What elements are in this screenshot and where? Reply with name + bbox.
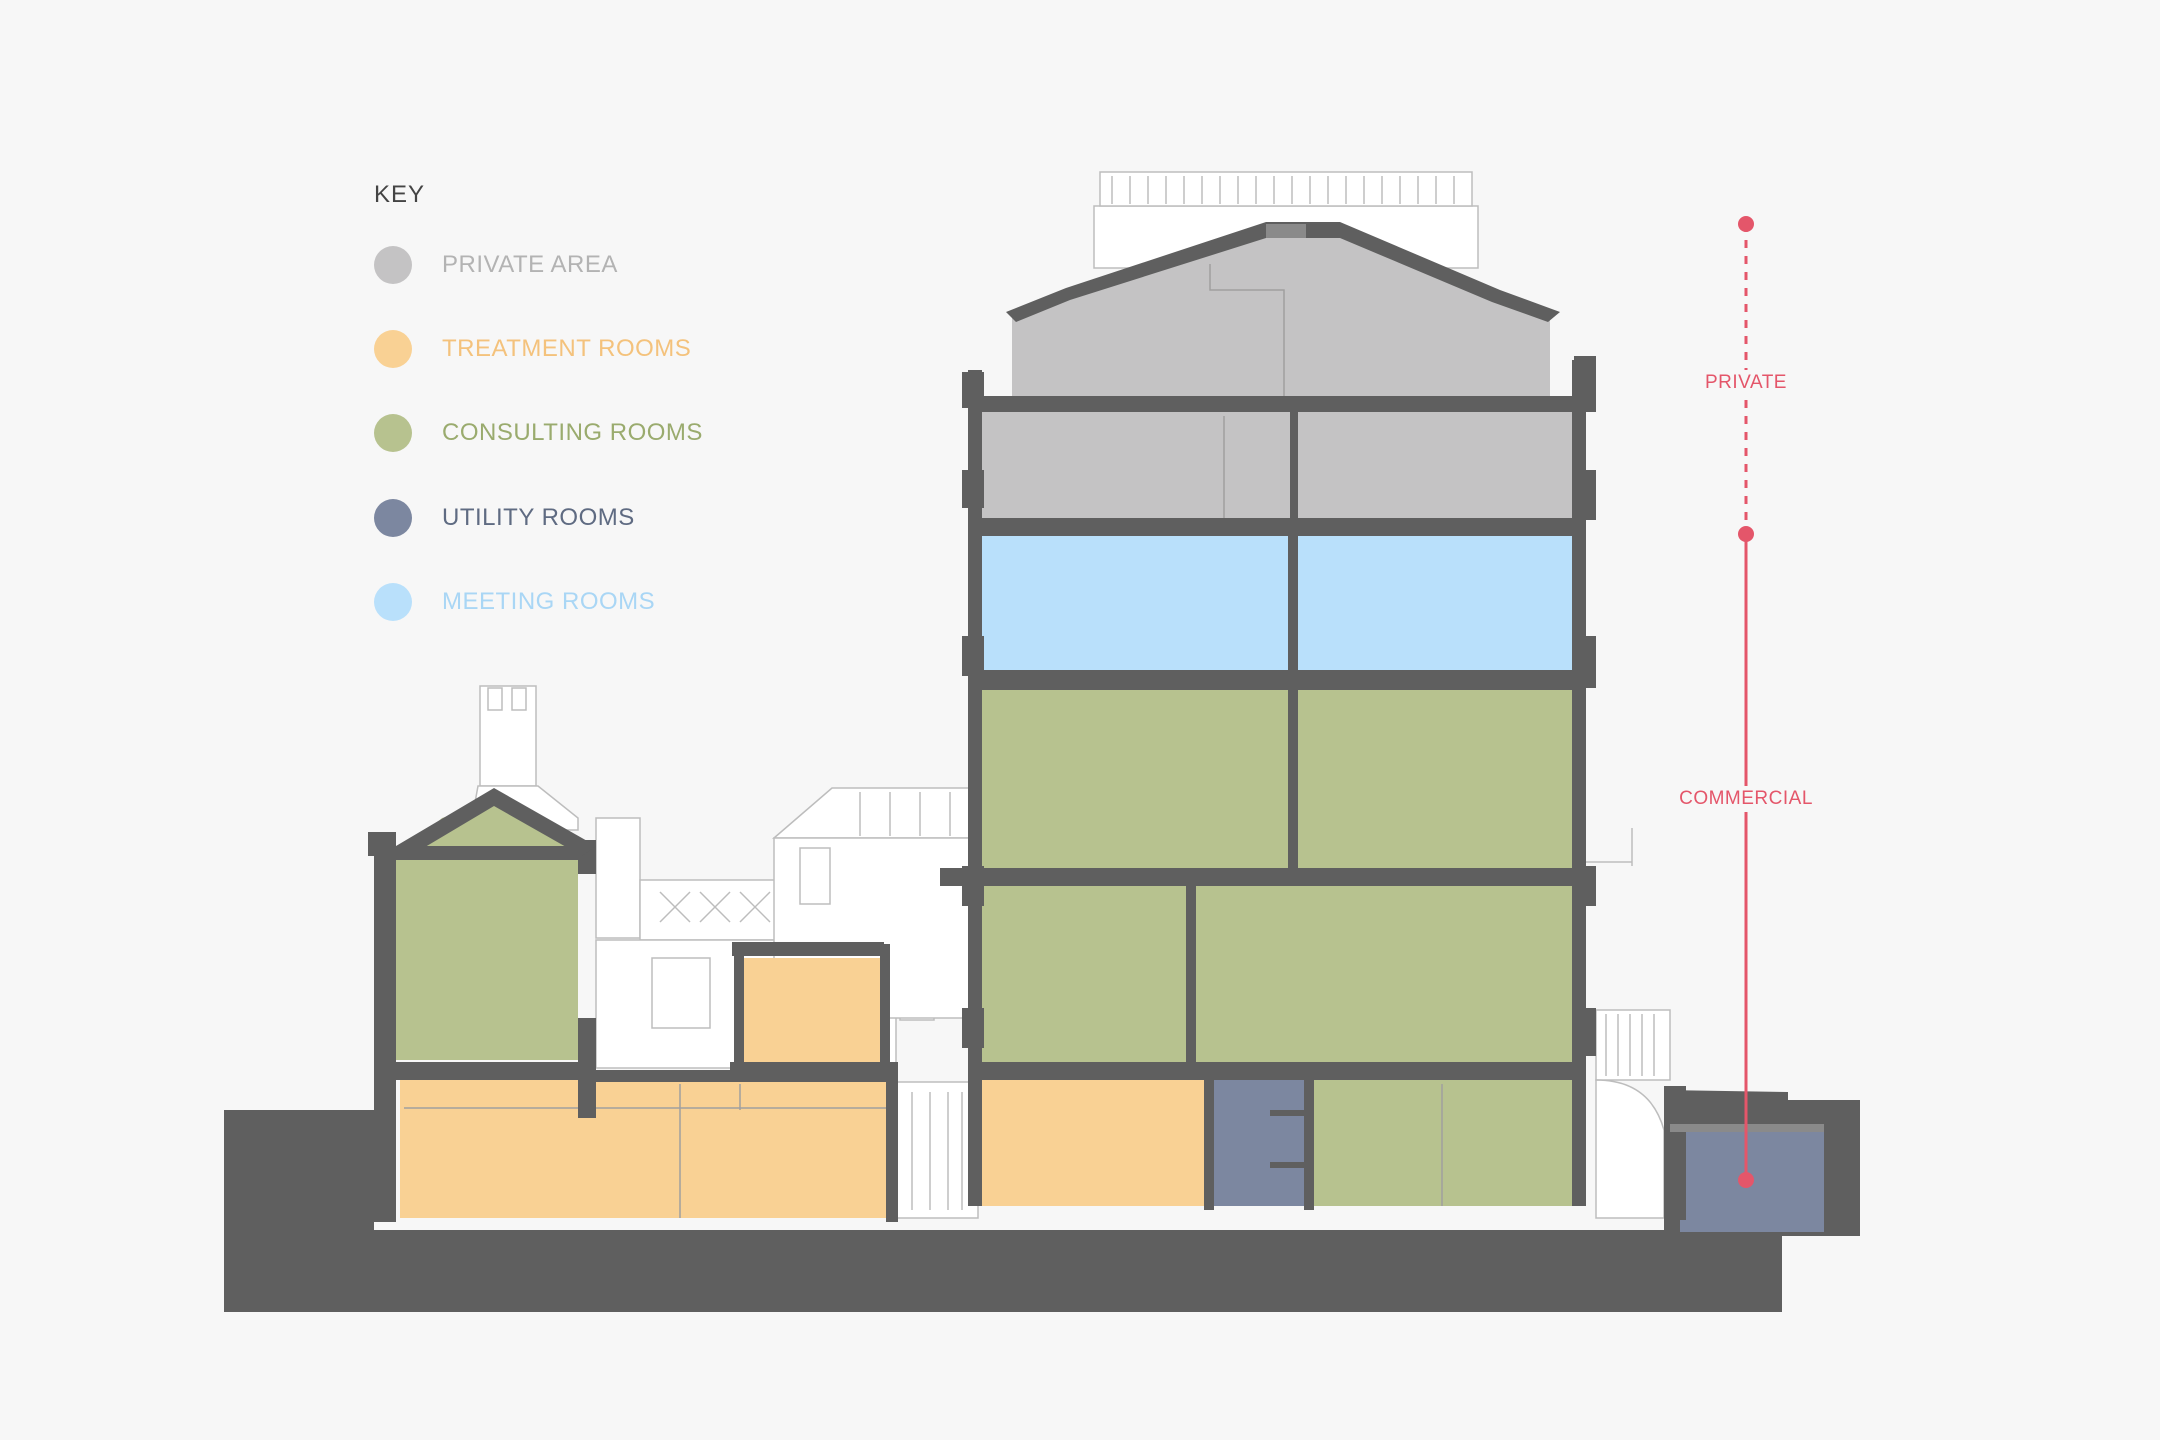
attic-floor-slab	[972, 396, 1580, 412]
first-floor-slab	[972, 1062, 1586, 1080]
lower-ground-consulting-room	[1314, 1080, 1582, 1206]
glazed-roof-outline	[771, 787, 973, 839]
key-item-utility: UTILITY ROOMS	[374, 498, 635, 538]
commercial-zone-bottom-marker	[1738, 1172, 1754, 1188]
rear-facade-wall	[968, 370, 982, 1206]
partition-fourth	[1290, 404, 1298, 524]
zone-division-marker	[1738, 526, 1754, 542]
key-item-treatment: TREATMENT ROOMS	[374, 329, 691, 369]
internal-detail-lines	[404, 264, 1443, 1218]
partition-lg-2	[1304, 1080, 1314, 1210]
rear-upper-floor-slab	[384, 1062, 596, 1080]
front-steps-outline	[1595, 1079, 1665, 1219]
rear-extension-window	[799, 847, 831, 905]
ground-section	[224, 1090, 1860, 1312]
key-title: KEY	[374, 181, 426, 208]
first-floor-consulting-room-right	[1196, 886, 1584, 1062]
zone-indicator	[1738, 216, 1754, 1188]
rear-mezzanine-treatment-room	[740, 958, 884, 1062]
fourth-floor-slab	[972, 518, 1586, 536]
partition-second	[1288, 690, 1298, 870]
utility-rooms-swatch	[374, 499, 412, 537]
ground-mass	[224, 1090, 1860, 1312]
key-item-meeting: MEETING ROOMS	[374, 582, 655, 622]
rear-extension-back-wall	[374, 832, 396, 1222]
fourth-floor-private-room-left	[980, 412, 1290, 518]
key-label-private: PRIVATE AREA	[442, 251, 618, 278]
rear-gable-ceiling	[396, 846, 582, 860]
rear-mezzanine-roof	[732, 942, 884, 956]
key-label-utility: UTILITY ROOMS	[442, 504, 635, 531]
key-label-consulting: CONSULTING ROOMS	[442, 419, 703, 446]
partition-first	[1186, 886, 1196, 1064]
front-railing-outline	[1595, 1009, 1671, 1081]
treatment-rooms-swatch	[374, 330, 412, 368]
key-item-private: PRIVATE AREA	[374, 245, 618, 285]
chimney-pot-right	[511, 687, 527, 711]
third-floor-meeting-room-right	[1296, 536, 1574, 670]
commercial-zone-label: COMMERCIAL	[1673, 786, 1819, 812]
chimney-pot-left	[487, 687, 503, 711]
meeting-rooms-swatch	[374, 583, 412, 621]
partition-third	[1288, 536, 1298, 672]
neighbour-wall-outline	[595, 817, 641, 939]
key-item-consulting: CONSULTING ROOMS	[374, 413, 703, 453]
fourth-floor-private-room-right	[1296, 412, 1574, 518]
private-area-swatch	[374, 246, 412, 284]
third-floor-slab	[972, 670, 1586, 690]
private-zone-label: PRIVATE	[1699, 370, 1793, 396]
rear-ground-treatment-room	[400, 1080, 886, 1218]
balustrade-outline	[639, 879, 781, 941]
room-fills	[396, 230, 1826, 1232]
rear-window-left	[651, 957, 711, 1029]
lower-ground-utility-room	[1214, 1080, 1304, 1206]
first-floor-consulting-room-left	[980, 886, 1186, 1062]
private-zone-top-marker	[1738, 216, 1754, 232]
second-floor-consulting-room-right	[1296, 690, 1574, 868]
key-label-meeting: MEETING ROOMS	[442, 588, 656, 615]
lower-ground-treatment-room	[982, 1080, 1204, 1206]
front-facade-wall	[1572, 360, 1586, 1206]
rear-upper-consulting-room	[396, 860, 578, 1060]
rear-door-outline	[895, 1081, 979, 1219]
third-floor-meeting-room-left	[980, 536, 1290, 670]
partition-lg-1	[1204, 1080, 1214, 1210]
second-floor-slab	[940, 868, 1586, 886]
structure	[368, 222, 1832, 1234]
roof-balustrade-outline	[1099, 171, 1473, 207]
key-label-treatment: TREATMENT ROOMS	[442, 335, 692, 362]
second-floor-consulting-room-left	[980, 690, 1290, 868]
roof-slope	[1006, 222, 1560, 322]
consulting-rooms-swatch	[374, 414, 412, 452]
